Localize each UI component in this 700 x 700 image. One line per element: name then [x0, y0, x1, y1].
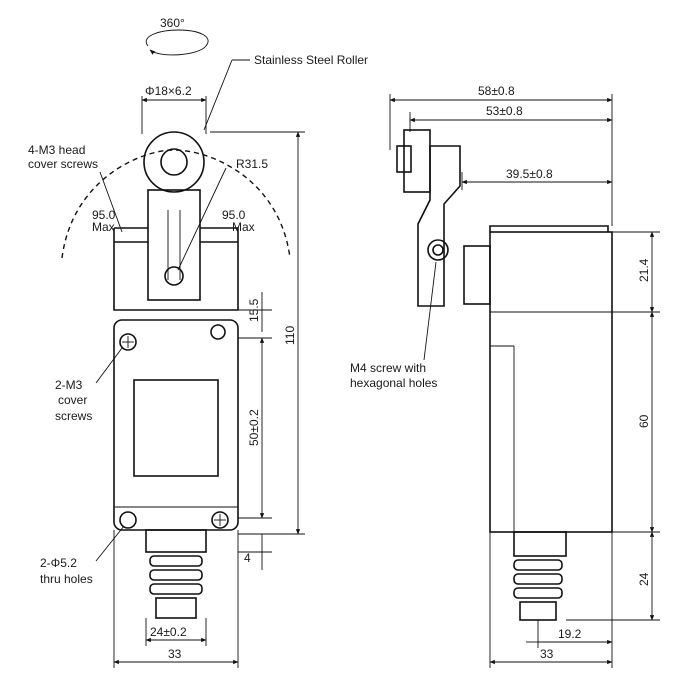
svg-text:cover: cover — [58, 393, 87, 407]
svg-text:24±0.2: 24±0.2 — [150, 625, 187, 639]
roller-label: Stainless Steel Roller — [254, 53, 368, 67]
lever-arm — [147, 189, 201, 301]
svg-text:39.5±0.8: 39.5±0.8 — [506, 167, 553, 181]
side-view: M4 screw with hexagonal holes 58±0.8 53±… — [350, 84, 660, 668]
rotation-arrow-icon — [145, 29, 209, 56]
bellows — [149, 555, 203, 619]
svg-text:Max: Max — [232, 220, 255, 234]
svg-text:24: 24 — [637, 572, 651, 586]
svg-text:M4 screw with: M4 screw with — [350, 361, 426, 375]
thru-hole-icon — [119, 511, 137, 529]
svg-text:58±0.8: 58±0.8 — [478, 84, 515, 98]
radius-label: R31.5 — [236, 157, 268, 171]
side-head — [463, 245, 491, 305]
front-view: 360° Φ18×6.2 Stainless Steel Roller R31.… — [28, 16, 368, 668]
svg-text:60: 60 — [637, 414, 651, 428]
svg-text:50±0.2: 50±0.2 — [247, 409, 261, 446]
svg-text:15.5: 15.5 — [247, 298, 261, 322]
svg-text:4: 4 — [244, 551, 251, 565]
svg-text:2-M3: 2-M3 — [55, 378, 83, 392]
height-total-dim: 110 — [283, 326, 297, 345]
cover-screw-icon — [210, 324, 226, 340]
side-bellows — [513, 559, 563, 621]
svg-text:53±0.8: 53±0.8 — [486, 104, 523, 118]
svg-text:19.2: 19.2 — [558, 627, 582, 641]
cover-screw-icon — [119, 333, 137, 351]
cover-screw-icon — [211, 511, 229, 529]
svg-text:hexagonal holes: hexagonal holes — [350, 376, 437, 390]
svg-text:cover screws: cover screws — [28, 157, 98, 171]
svg-text:95.0: 95.0 — [222, 208, 246, 222]
svg-text:33: 33 — [540, 647, 554, 661]
head-block — [113, 227, 239, 311]
roller-size-dim: Φ18×6.2 — [145, 84, 192, 98]
lever-bracket — [417, 145, 461, 307]
m4-screw-icon — [427, 239, 449, 261]
svg-text:Max: Max — [92, 220, 115, 234]
side-body — [489, 231, 613, 533]
svg-text:33: 33 — [168, 647, 182, 661]
rotation-label: 360° — [160, 16, 185, 30]
body — [113, 319, 239, 531]
label-window — [133, 379, 219, 477]
svg-text:95.0: 95.0 — [92, 208, 116, 222]
svg-text:thru holes: thru holes — [40, 572, 93, 586]
svg-text:screws: screws — [55, 409, 92, 423]
svg-text:4-M3 head: 4-M3 head — [28, 143, 85, 157]
roller — [143, 131, 205, 193]
swing-arc — [61, 149, 291, 259]
svg-text:21.4: 21.4 — [637, 258, 651, 282]
svg-text:2-Φ5.2: 2-Φ5.2 — [40, 556, 77, 570]
